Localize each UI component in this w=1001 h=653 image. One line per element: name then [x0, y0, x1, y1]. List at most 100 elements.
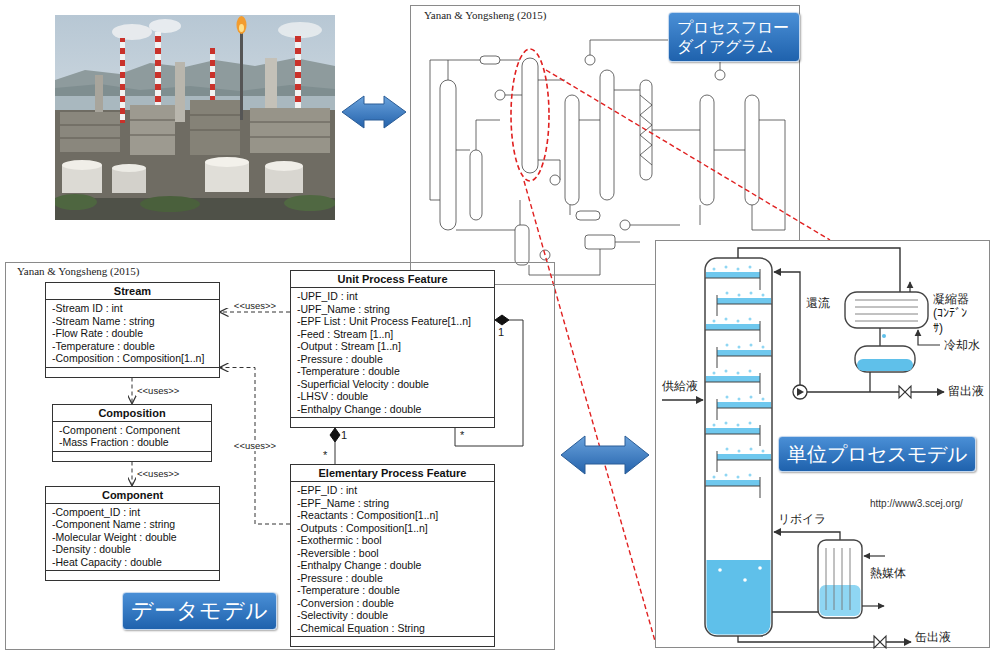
- refinery-photo: [55, 15, 335, 220]
- process-flow-schematic: [620, 220, 630, 230]
- refinery-photo: [60, 112, 120, 152]
- focus-highlight: [511, 49, 549, 181]
- class-name: Elementary Process Feature: [291, 465, 494, 482]
- column-drawing: [738, 248, 900, 292]
- refinery-photo: [237, 16, 247, 34]
- class-attribute: -Stream ID : int: [46, 302, 219, 315]
- class-attribute: -Pressure : double: [291, 353, 494, 366]
- column-drawing: [909, 282, 910, 292]
- uml-class: Unit Process Feature-UPF_ID : int-UPF_Na…: [290, 270, 495, 428]
- column-drawing: [855, 300, 918, 321]
- class-name: Composition: [53, 405, 211, 422]
- column-drawing: [818, 540, 862, 618]
- refinery-photo: [265, 161, 303, 171]
- column-drawing: [772, 611, 818, 612]
- column-drawing: [874, 636, 886, 648]
- process-flow-schematic: [550, 175, 560, 185]
- operations-compartment: [291, 417, 494, 427]
- refinery-photo: [250, 108, 330, 153]
- class-attribute: -Pressure : double: [291, 572, 494, 585]
- tag-text: 単位プロセスモデル: [787, 442, 967, 466]
- refinery-photo: [60, 115, 330, 138]
- composition-diamond: [495, 315, 509, 325]
- column-drawing: [899, 386, 911, 398]
- column-drawing: [774, 272, 800, 385]
- class-attribute: -Chemical Equation : String: [291, 622, 494, 635]
- dependency-arrow: [132, 378, 133, 404]
- column-drawing: [743, 578, 747, 582]
- column-drawing: [662, 399, 703, 400]
- refinery-photo: [112, 24, 152, 40]
- refinery-photo: [239, 24, 244, 32]
- refinery-photo: [278, 22, 322, 38]
- tag-text: データモデル: [131, 598, 268, 624]
- column-drawing: [879, 328, 880, 346]
- refinery-photo: [284, 195, 335, 211]
- class-attribute: -Superficial Velocity : double: [291, 378, 494, 391]
- column-drawing: [758, 566, 762, 570]
- column-drawing: [705, 474, 760, 499]
- uml-class: Composition-Component : Component-Mass F…: [52, 404, 212, 462]
- uml-class: Stream -Stream ID : int-Stream Name : str…: [45, 282, 220, 378]
- column-drawing: [717, 448, 772, 473]
- column-drawing: [826, 548, 850, 610]
- citation: Yanan & Yongsheng (2015): [17, 265, 139, 277]
- uml-class: Elementary Process Feature-EPF_ID : int-…: [290, 464, 495, 647]
- class-attribute: -Conversion : double: [291, 597, 494, 610]
- column-drawing: [707, 560, 771, 635]
- refinery-photo: [55, 15, 335, 220]
- column-drawing: [705, 318, 760, 343]
- column-drawing: [882, 334, 886, 338]
- part-label: 熱媒体: [870, 566, 906, 580]
- refinery-photo: [112, 164, 146, 172]
- panel-tag: 単位プロセスモデル: [778, 436, 976, 472]
- process-flow-schematic: [480, 56, 500, 64]
- column-drawing: [864, 555, 885, 556]
- class-attribute: -Stream Name : string: [46, 315, 219, 328]
- refinery-photo: [55, 194, 97, 210]
- part-label: 缶出液: [915, 630, 951, 644]
- class-attribute: -LHSV : double: [291, 390, 494, 403]
- panel-tag: データモデル: [122, 592, 277, 630]
- double-arrow: [342, 96, 406, 128]
- part-label: 供給液: [662, 379, 698, 393]
- composition-diamond: [330, 428, 340, 442]
- process-flow-schematic: [565, 95, 579, 205]
- process-flow-schematic: [456, 150, 640, 275]
- dependency-arrow: [220, 312, 290, 313]
- class-name: Unit Process Feature: [291, 271, 494, 288]
- edge-label: <<uses>>: [233, 440, 277, 451]
- column-drawing: [705, 266, 760, 291]
- class-attribute: -Mass Fraction : double: [53, 436, 211, 449]
- column-drawing: [793, 385, 807, 399]
- column-drawing: [705, 370, 760, 395]
- refinery-photo: [205, 157, 249, 167]
- column-drawing: [705, 258, 772, 636]
- edge-label: <<uses>>: [136, 468, 180, 479]
- process-flow-schematic: [715, 70, 725, 80]
- column-drawing: [717, 344, 772, 369]
- class-name: Stream: [46, 283, 219, 300]
- class-attribute: -Molecular Weight : double: [46, 531, 219, 544]
- process-flow-schematic: [700, 95, 714, 205]
- class-name: Component: [46, 487, 219, 504]
- multiplicity: *: [323, 449, 327, 462]
- process-flow-schematic: [430, 40, 785, 230]
- operations-compartment: [46, 570, 219, 580]
- class-attribute: -Flow Rate : double: [46, 327, 219, 340]
- class-attribute: -Temperature : double: [291, 584, 494, 597]
- refinery-photo: [130, 105, 175, 155]
- column-drawing: [774, 532, 840, 540]
- refinery-photo: [240, 30, 243, 120]
- part-label: リボイラ: [778, 512, 826, 526]
- source-url: http://www3.scej.org/: [870, 498, 963, 509]
- edge-label: <<uses>>: [233, 300, 277, 311]
- column-drawing: [869, 372, 870, 392]
- class-attribute: -Reversible : bool: [291, 547, 494, 560]
- part-label: 冷却水: [944, 338, 980, 352]
- double-arrow: [561, 436, 649, 474]
- multiplicity: 1: [498, 326, 504, 339]
- operations-compartment: [46, 367, 219, 377]
- process-flow-schematic: [522, 58, 538, 173]
- citation: Yanan & Yongsheng (2015): [424, 9, 546, 21]
